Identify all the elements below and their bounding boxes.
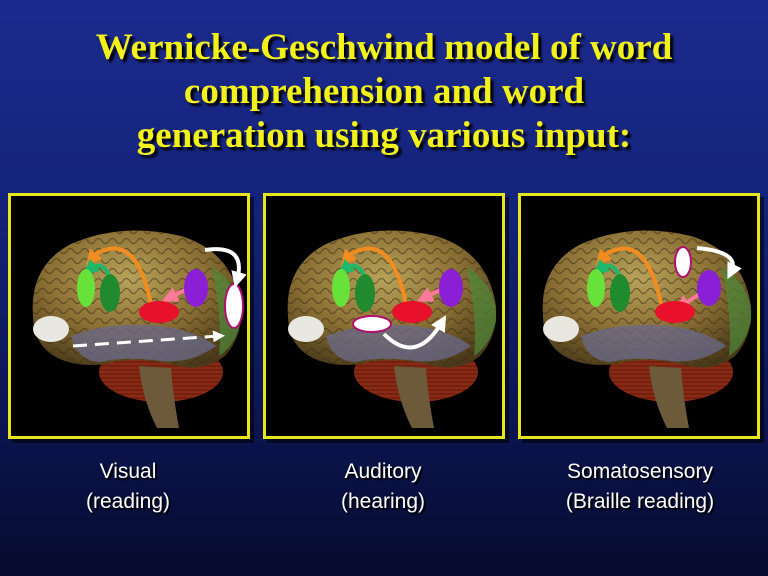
panel-visual — [8, 193, 250, 439]
caption-auditory: Auditory (hearing) — [263, 457, 503, 517]
angular-gyrus-oval — [439, 269, 463, 307]
wernicke-area-oval — [655, 301, 695, 323]
caption-visual-line-2: (reading) — [85, 490, 171, 513]
motor-area-oval — [77, 269, 95, 307]
caption-visual-line-1: Visual — [99, 460, 157, 483]
caption-auditory-line-1: Auditory — [344, 460, 422, 483]
auditory-input-arrow — [382, 315, 447, 350]
arcuate-fasciculus-arrow — [340, 246, 408, 305]
brain-illustration-visual — [32, 230, 247, 428]
title-line-1: Wernicke-Geschwind model of word — [95, 27, 673, 68]
motor-area-oval — [332, 269, 350, 307]
somatosensory-cortex-oval — [674, 246, 692, 278]
panel-somatosensory — [518, 193, 760, 439]
broca-area-oval — [355, 274, 375, 312]
broca-area-oval — [100, 274, 120, 312]
panel-auditory — [263, 193, 505, 439]
arcuate-fasciculus-arrow — [595, 246, 663, 305]
wernicke-area-oval — [139, 301, 179, 323]
somatosensory-input-arrow — [696, 246, 742, 280]
arcuate-fasciculus-arrow — [85, 246, 153, 305]
caption-somatosensory-line-1: Somatosensory — [567, 460, 713, 483]
motor-area-oval — [587, 269, 605, 307]
caption-somatosensory: Somatosensory (Braille reading) — [520, 457, 760, 517]
caption-visual: Visual (reading) — [8, 457, 248, 517]
auditory-cortex-oval — [352, 315, 392, 333]
title-line-2: comprehension and word — [183, 71, 585, 112]
slide-title: Wernicke-Geschwind model of word compreh… — [0, 26, 768, 158]
wernicke-area-oval — [392, 301, 432, 323]
angular-gyrus-oval — [184, 269, 208, 307]
visual-cortex-oval — [224, 283, 244, 329]
visual-pathway-arrow — [72, 330, 225, 348]
brain-illustration-somatosensory — [542, 230, 752, 428]
title-line-3: generation using various input: — [136, 115, 632, 156]
caption-somatosensory-line-2: (Braille reading) — [565, 490, 715, 513]
caption-auditory-line-2: (hearing) — [340, 490, 426, 513]
visual-input-arrow — [204, 247, 247, 288]
brain-illustration-auditory — [287, 230, 497, 428]
angular-gyrus-oval — [697, 270, 721, 306]
broca-area-oval — [610, 274, 630, 312]
